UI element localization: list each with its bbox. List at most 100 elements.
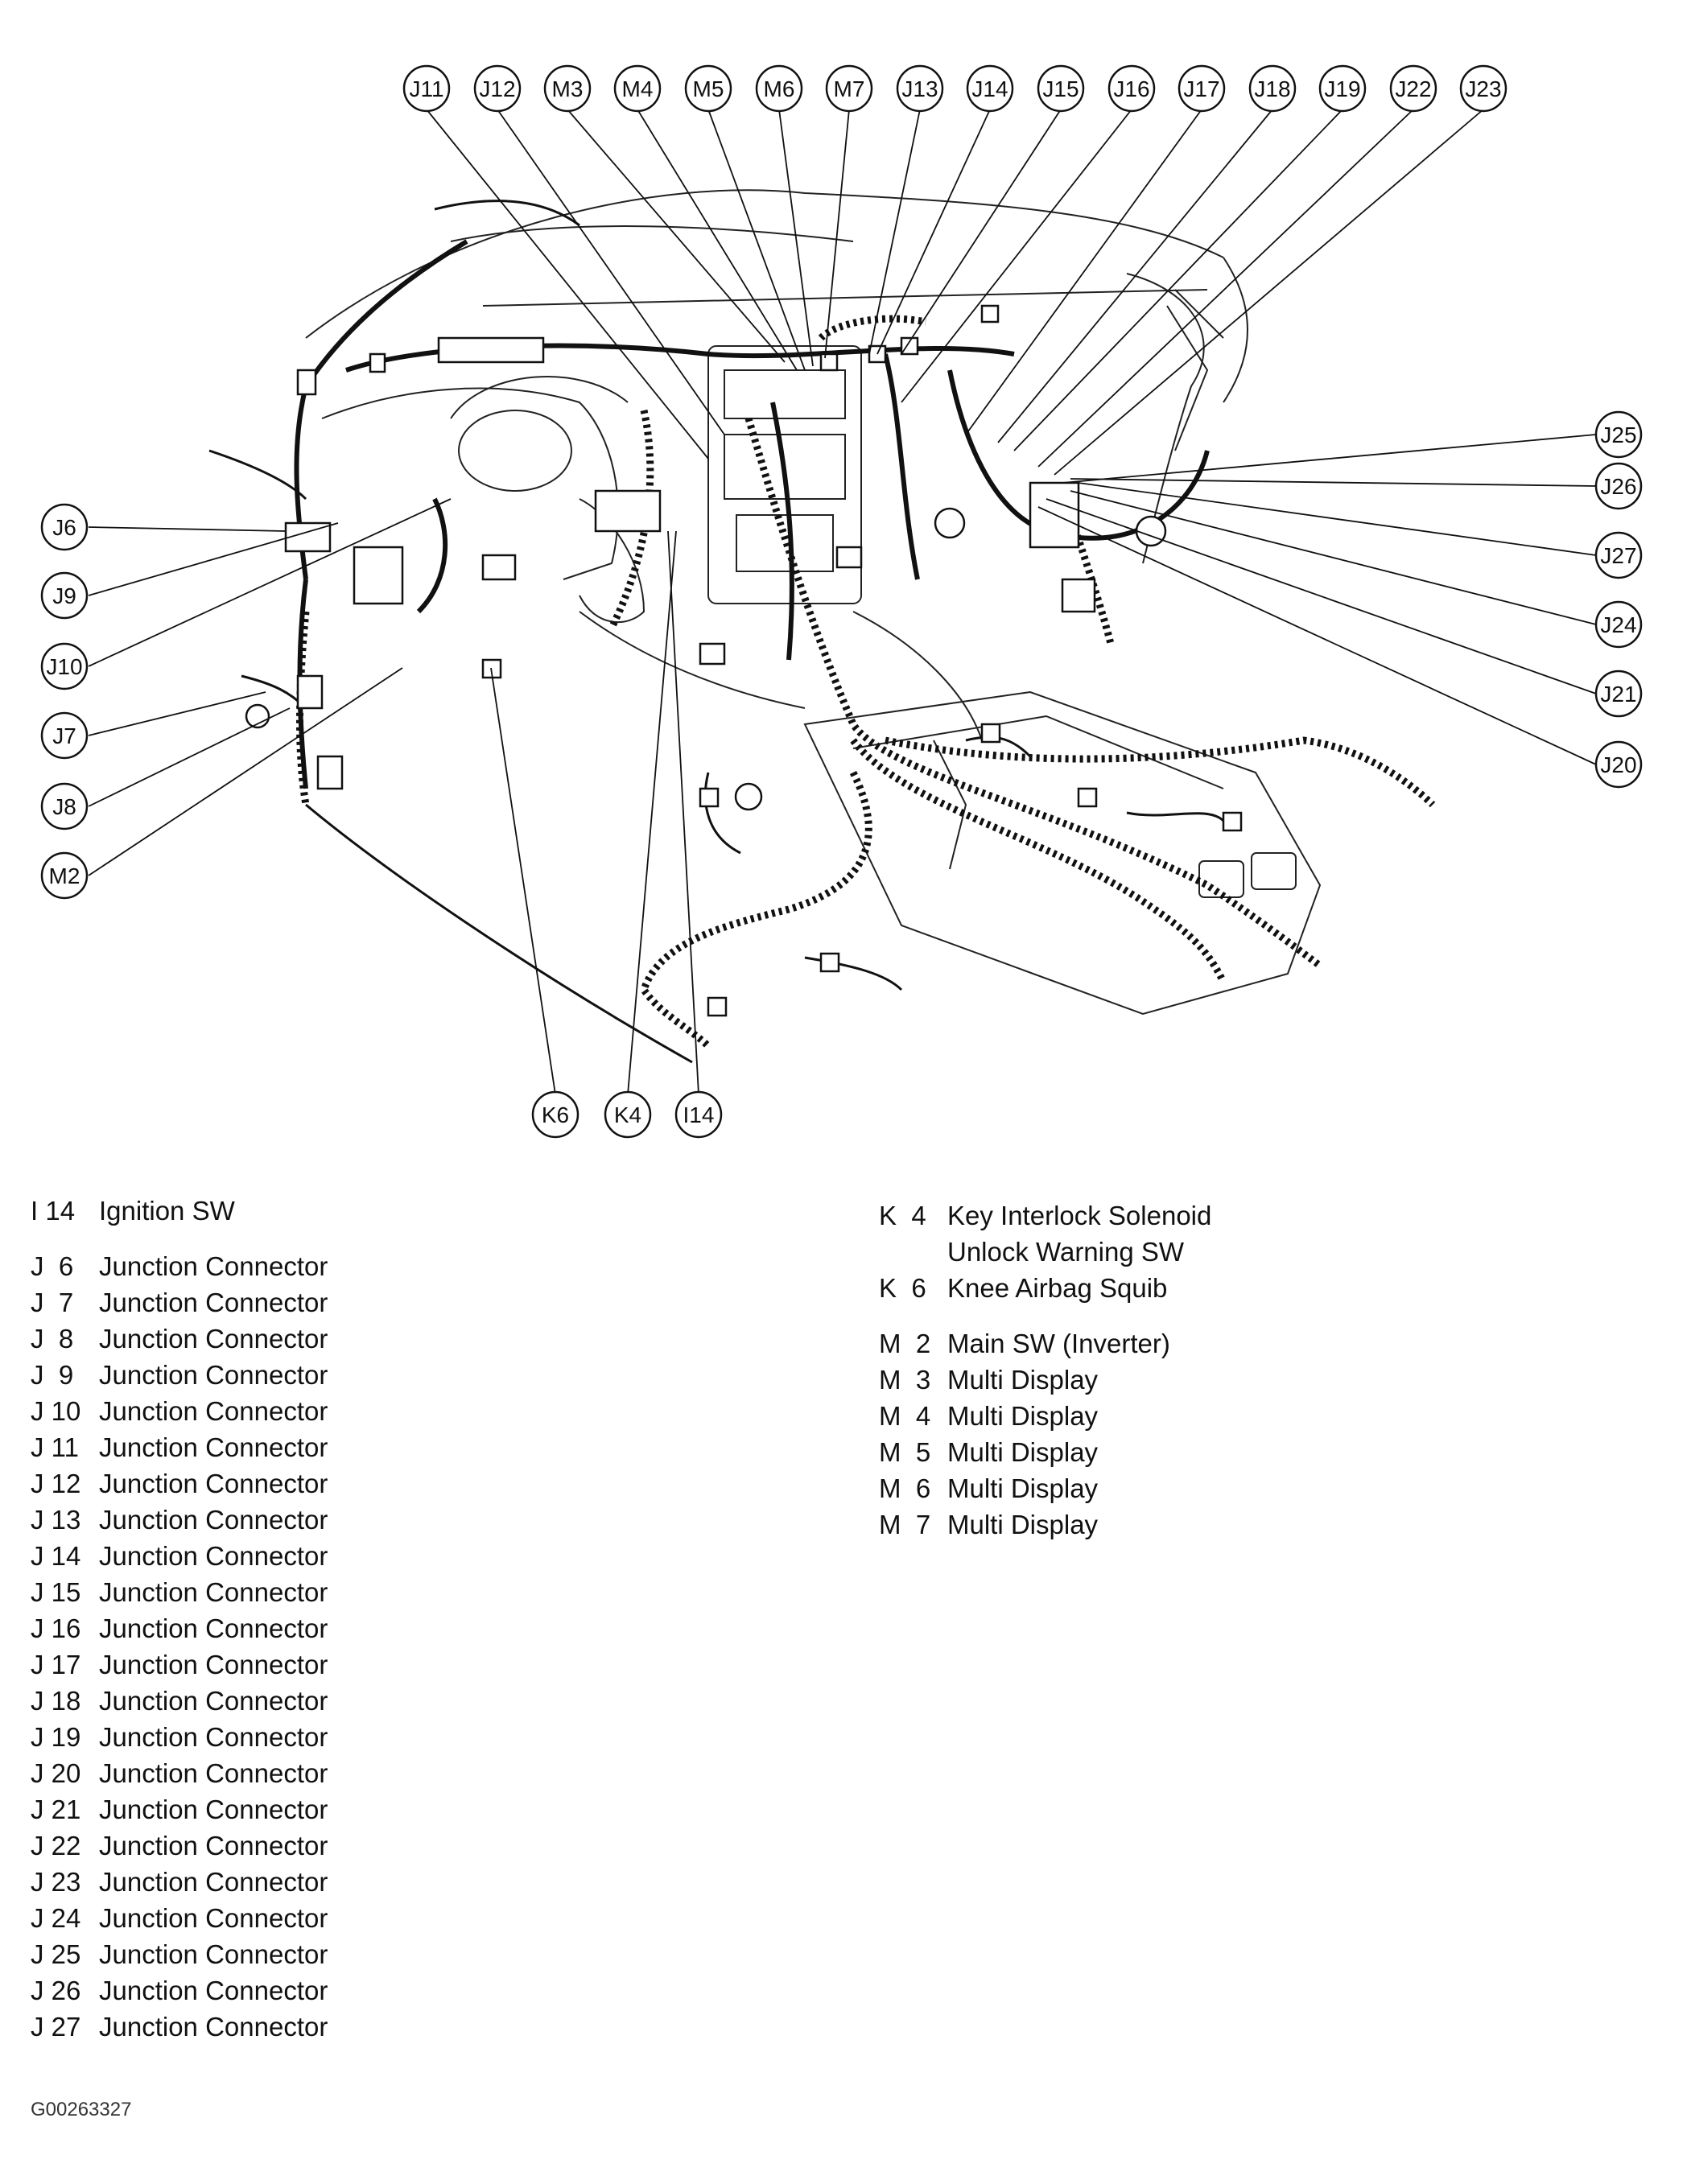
callout-label: J22: [1395, 76, 1431, 101]
callout-J21: J21: [1594, 670, 1643, 718]
legend-description: Junction Connector: [99, 1251, 328, 1281]
legend-code: K 6: [879, 1273, 926, 1303]
legend-code: M 4: [879, 1401, 931, 1431]
legend-code: J 12: [31, 1469, 81, 1498]
legend-code: J 15: [31, 1577, 81, 1607]
legend-row: J 26 Junction Connector: [31, 1972, 328, 2009]
callout-label: J10: [46, 654, 82, 679]
callout-label: M3: [552, 76, 584, 101]
callout-label: J24: [1600, 612, 1636, 637]
legend-code: J 20: [31, 1758, 81, 1788]
legend-description: Junction Connector: [99, 1903, 328, 1933]
legend-code: J 18: [31, 1686, 81, 1716]
connector-blocks: [245, 304, 1243, 1017]
callout-J7: J7: [40, 711, 89, 760]
legend-description: Junction Connector: [99, 1976, 328, 2005]
callout-J14: J14: [966, 64, 1014, 113]
callout-label: J13: [901, 76, 938, 101]
callout-label: J18: [1254, 76, 1290, 101]
callout-label: J25: [1600, 422, 1636, 447]
dashboard-outline: [305, 189, 1322, 1016]
legend-row: J 16 Junction Connector: [31, 1610, 328, 1646]
callout-J23: J23: [1459, 64, 1507, 113]
legend-row: J 18 Junction Connector: [31, 1683, 328, 1719]
callout-label: M6: [764, 76, 795, 101]
callout-J8: J8: [40, 782, 89, 830]
callout-label: J9: [52, 583, 76, 608]
callout-J12: J12: [473, 64, 522, 113]
legend-code: [879, 1234, 947, 1270]
legend-description: Junction Connector: [99, 1432, 328, 1462]
callout-J24: J24: [1594, 600, 1643, 649]
legend-row: Unlock Warning SW: [879, 1234, 1211, 1270]
callout-K4: K4: [604, 1090, 652, 1139]
legend-description: Junction Connector: [99, 1613, 328, 1643]
callout-label: M5: [693, 76, 724, 101]
legend-description: Junction Connector: [99, 1686, 328, 1716]
callout-label: J21: [1600, 682, 1636, 707]
callout-K6: K6: [531, 1090, 579, 1139]
callout-label: I14: [683, 1102, 715, 1127]
legend-row: I 14 Ignition SW: [31, 1193, 328, 1229]
callout-J17: J17: [1178, 64, 1226, 113]
callout-label: J12: [479, 76, 515, 101]
callout-M7: M7: [825, 64, 873, 113]
legend-description: Multi Display: [947, 1510, 1099, 1539]
legend-description: Junction Connector: [99, 1831, 328, 1861]
callout-label: M2: [49, 863, 80, 888]
legend-description: Multi Display: [947, 1473, 1099, 1503]
legend-code: I 14: [31, 1196, 76, 1226]
legend-code: M 7: [879, 1510, 931, 1539]
legend-code: J 25: [31, 1939, 81, 1969]
legend-row: J 15 Junction Connector: [31, 1574, 328, 1610]
legend-description: Junction Connector: [99, 1722, 328, 1752]
callout-label: J23: [1465, 76, 1501, 101]
legend-description: Multi Display: [947, 1365, 1099, 1395]
legend-description: Junction Connector: [99, 1939, 328, 1969]
callout-label: J15: [1042, 76, 1079, 101]
legend-description: Junction Connector: [99, 1650, 328, 1679]
legend-description: Junction Connector: [99, 1577, 328, 1607]
callout-J15: J15: [1037, 64, 1085, 113]
callout-label: J27: [1600, 543, 1636, 568]
legend-row: J 17 Junction Connector: [31, 1646, 328, 1683]
callout-label: J7: [52, 723, 76, 748]
callout-J10: J10: [40, 642, 89, 690]
legend-description: Junction Connector: [99, 2012, 328, 2042]
legend-code: J 16: [31, 1613, 81, 1643]
legend-code: J 17: [31, 1650, 81, 1679]
legend-row: J 25 Junction Connector: [31, 1936, 328, 1972]
legend-row: J 27 Junction Connector: [31, 2009, 328, 2045]
callout-label: J19: [1324, 76, 1360, 101]
legend-code: J 19: [31, 1722, 81, 1752]
callout-J18: J18: [1248, 64, 1297, 113]
callout-M6: M6: [755, 64, 803, 113]
legend-code: J 26: [31, 1976, 81, 2005]
legend-description: Ignition SW: [99, 1196, 235, 1226]
legend-description: Junction Connector: [99, 1795, 328, 1824]
legend-code: J 21: [31, 1795, 81, 1824]
legend-description: Key Interlock Solenoid: [947, 1201, 1212, 1230]
callout-label: K6: [542, 1102, 569, 1127]
legend-description: Junction Connector: [99, 1288, 328, 1317]
legend-code: J 8: [31, 1324, 74, 1354]
legend-code: J 10: [31, 1396, 81, 1426]
legend-code: J 24: [31, 1903, 81, 1933]
callout-label: M4: [622, 76, 654, 101]
callout-label: J20: [1600, 752, 1636, 777]
legend-code: J 27: [31, 2012, 81, 2042]
legend-description: Multi Display: [947, 1437, 1099, 1467]
callout-label: J11: [409, 76, 443, 101]
legend-code: M 2: [879, 1329, 931, 1358]
callout-label: J14: [971, 76, 1008, 101]
